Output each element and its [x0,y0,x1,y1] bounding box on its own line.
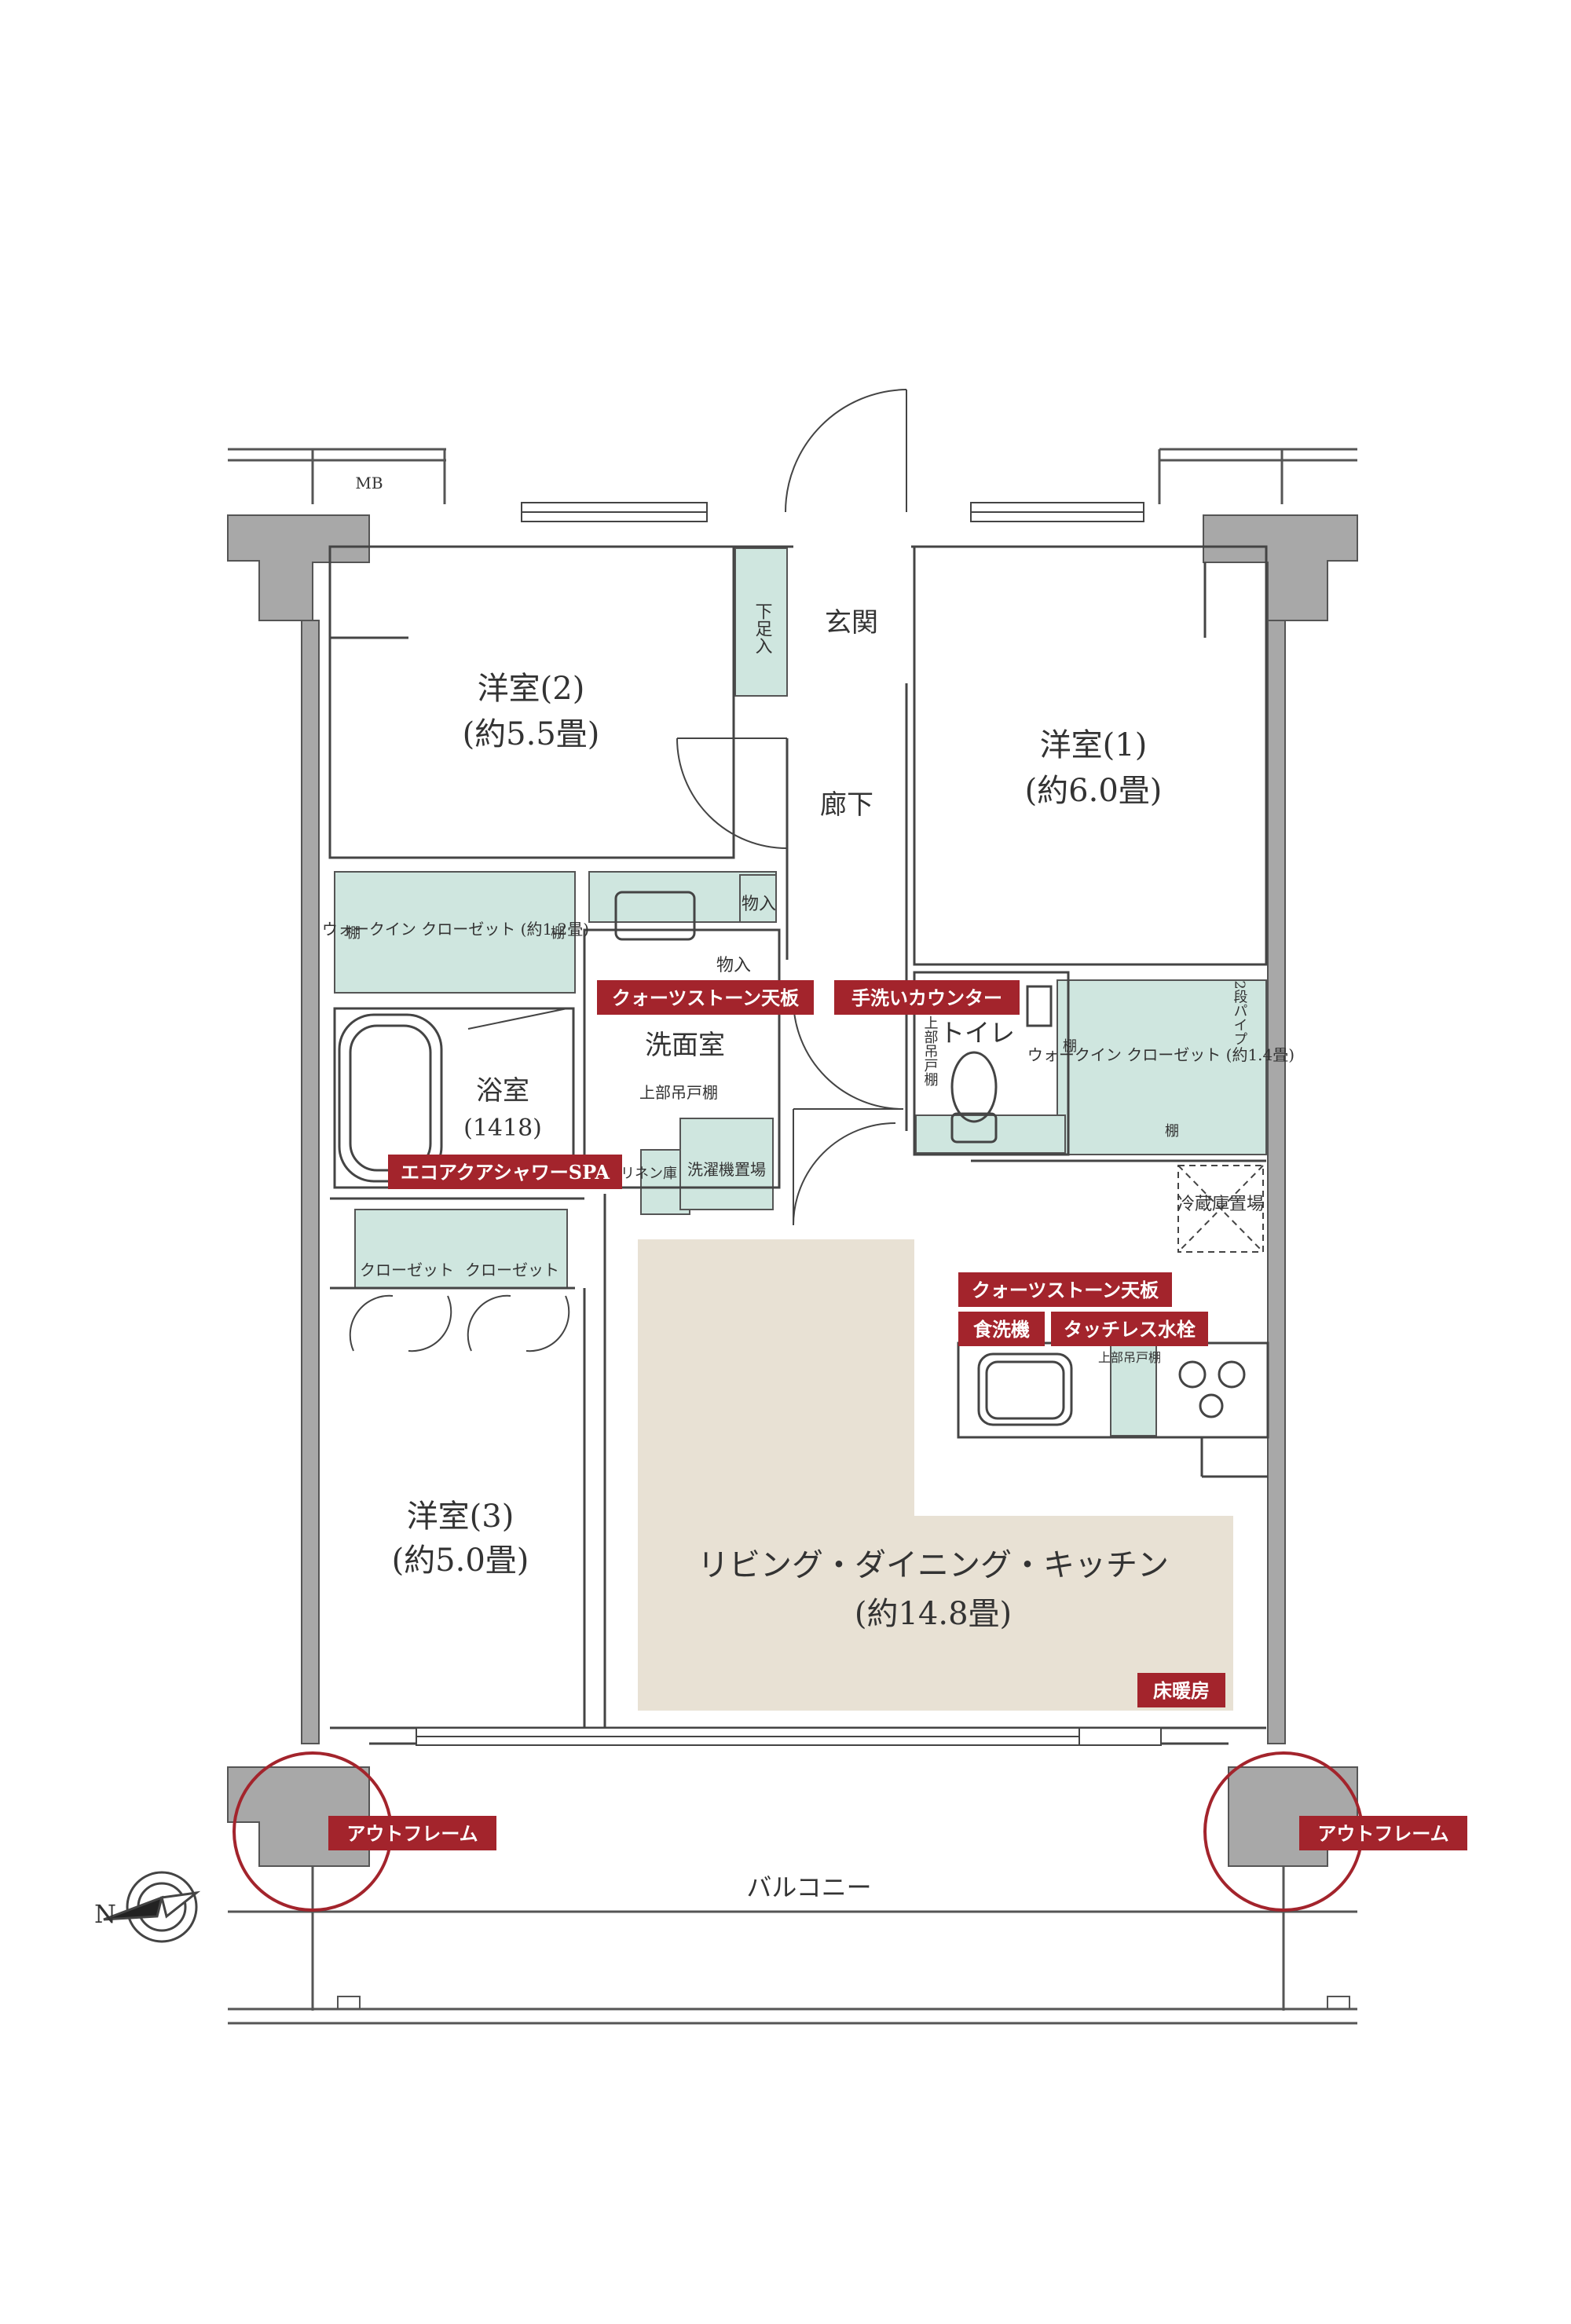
storage-a-label: 物入 [742,895,776,914]
shelf-label-1: 棚 [346,925,361,942]
wic-large-label: ウォークイン クローゼット (約1.4畳) [1027,1045,1295,1064]
tag-quartz-kitchen: クォーツストーン天板 [958,1272,1172,1307]
room1-name: 洋室(1) [1040,727,1148,763]
bath-name: 浴室 [476,1075,529,1107]
balcony-area [228,1857,1357,2025]
svg-text:エコアクアシャワーSPA: エコアクアシャワーSPA [401,1161,610,1184]
ldk-floor-area [638,1239,1233,1711]
top-windows [521,502,1144,522]
top-railings [228,448,1357,504]
mb-label: MB [355,474,383,492]
tag-hand-wash: 手洗いカウンター [834,980,1020,1015]
tag-outframe-left: アウトフレーム [328,1816,496,1850]
pipe-label: 2段パイプ [1232,980,1248,1045]
tag-floor-heating: 床暖房 [1137,1673,1225,1707]
room2-size: (約5.5畳) [463,716,600,752]
compass-icon [103,1871,201,1943]
storage-areas [334,547,1267,1436]
shelf-label-3: 棚 [1063,1038,1077,1055]
kitchen-sink [977,1352,1073,1426]
linen-label: リネン庫 [621,1166,677,1182]
toilet-label: トイレ [939,1018,1015,1048]
svg-text:クォーツストーン天板: クォーツストーン天板 [612,986,800,1009]
balcony-label: バルコニー [746,1872,871,1902]
shelf-label-4: 棚 [1165,1123,1179,1140]
fridge-mark [1177,1165,1264,1253]
shoe-box-label: 下足入 [753,602,773,654]
doors [349,389,907,1352]
tag-eco-shower: エコアクアシャワーSPA [388,1155,622,1189]
svg-text:床暖房: 床暖房 [1153,1679,1210,1702]
stove [1178,1360,1246,1418]
fridge-label: 冷蔵庫置場 [1177,1195,1264,1214]
upper-cabinet-label-3: 上部吊戸棚 [1098,1350,1161,1365]
corridor-label: 廊下 [820,789,873,821]
svg-text:アウトフレーム: アウトフレーム [1317,1822,1448,1845]
entrance-label: 玄関 [825,607,878,639]
washbasin [614,891,696,941]
north-label: N [94,1899,116,1929]
svg-text:クォーツストーン天板: クォーツストーン天板 [972,1279,1159,1301]
svg-text:タッチレス水栓: タッチレス水栓 [1064,1318,1196,1341]
closet-a-label: クローゼット [360,1261,454,1279]
tag-outframe-right: アウトフレーム [1299,1816,1467,1850]
shelf-label-2: 棚 [551,925,565,942]
powder-label: 洗面室 [645,1030,725,1061]
upper-cabinet-label-2: 上部吊戸棚 [922,1016,939,1087]
svg-text:手洗いカウンター: 手洗いカウンター [851,986,1002,1009]
room2-name: 洋室(2) [478,671,585,707]
washer-label: 洗濯機置場 [687,1160,766,1179]
bottom-windows [416,1727,1162,1746]
tag-dishwasher: 食洗機 [958,1312,1045,1346]
wic-small-label: ウォークイン クローゼット (約1.2畳) [322,920,589,939]
closet-b-label: クローゼット [465,1261,559,1279]
ldk-name: リビング・ダイニング・キッチン [698,1547,1169,1583]
room1-size: (約6.0畳) [1025,773,1163,809]
storage-b-label: 物入 [716,956,751,975]
room3-size: (約5.0畳) [392,1543,529,1579]
tag-touchless: タッチレス水栓 [1051,1312,1208,1346]
svg-text:アウトフレーム: アウトフレーム [346,1822,478,1845]
toilet-fixture [950,985,1053,1144]
bath-size: (1418) [463,1114,542,1142]
svg-text:食洗機: 食洗機 [973,1318,1030,1341]
room3-name: 洋室(3) [407,1499,515,1535]
ldk-size: (約14.8畳) [855,1596,1012,1632]
upper-cabinet-label: 上部吊戸棚 [639,1083,718,1102]
tag-quartz-bath: クォーツストーン天板 [597,980,814,1015]
